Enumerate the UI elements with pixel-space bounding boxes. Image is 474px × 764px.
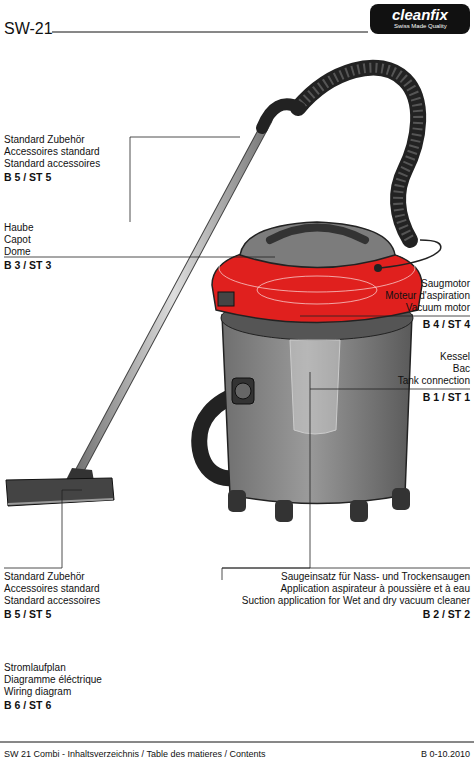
hose-inlet bbox=[232, 378, 254, 404]
part-name: Standard accessoires bbox=[4, 158, 100, 170]
section-reference: B 6 / ST 6 bbox=[4, 699, 51, 711]
part-name: Bac bbox=[453, 363, 470, 375]
part-name: Saugmotor bbox=[421, 278, 470, 290]
part-name: Diagramme éléctrique bbox=[4, 674, 102, 686]
leader-line bbox=[222, 568, 470, 569]
part-name: Standard Zubehör bbox=[4, 134, 85, 146]
part-name: Haube bbox=[4, 222, 33, 234]
leader-line bbox=[310, 389, 470, 390]
footer-text: SW 21 Combi - Inhaltsverzeichnis / Table… bbox=[4, 749, 265, 760]
nozzle-lip bbox=[8, 499, 113, 504]
logo-text: Swiss Made Quality bbox=[394, 23, 447, 30]
motor-cap bbox=[240, 222, 395, 268]
section-reference: B 5 / ST 5 bbox=[4, 171, 51, 183]
part-name: Stromlaufplan bbox=[4, 662, 66, 674]
logo-badge bbox=[370, 4, 470, 34]
part-name: Dome bbox=[4, 246, 31, 258]
logo-text: cleanfix bbox=[392, 6, 448, 24]
part-name: Wiring diagram bbox=[4, 686, 71, 698]
section-reference: B 2 / ST 2 bbox=[423, 608, 470, 620]
part-name: Suction application for Wet and dry vacu… bbox=[242, 595, 470, 607]
section-reference: B 3 / ST 3 bbox=[4, 259, 51, 271]
hose-ribs bbox=[298, 68, 418, 240]
leader-line bbox=[130, 137, 240, 222]
part-name: Tank connection bbox=[398, 375, 470, 387]
part-name: Accessoires standard bbox=[4, 583, 100, 595]
footer-text: B 0-10.2010 bbox=[421, 749, 470, 760]
section-reference: B 1 / ST 1 bbox=[423, 391, 470, 403]
motor-outline bbox=[257, 276, 377, 304]
filter-basket bbox=[290, 340, 340, 434]
part-name: Standard Zubehör bbox=[4, 571, 85, 583]
leader-line bbox=[300, 316, 470, 317]
wand-tube bbox=[80, 120, 268, 470]
part-name: Vacuum motor bbox=[406, 302, 470, 314]
wheel bbox=[350, 500, 368, 522]
wand bbox=[80, 120, 268, 470]
wheel bbox=[392, 488, 410, 510]
page-title: SW-21 bbox=[4, 20, 53, 38]
leader-line bbox=[222, 372, 310, 580]
cap-handle bbox=[270, 228, 365, 241]
footer-rule bbox=[0, 742, 474, 743]
wheel bbox=[228, 490, 246, 512]
power-cable bbox=[380, 240, 441, 268]
part-name: Application aspirateur à poussière et à … bbox=[280, 583, 470, 595]
wheel bbox=[275, 500, 293, 522]
part-name: Kessel bbox=[440, 351, 470, 363]
inlet-ring bbox=[235, 383, 251, 399]
part-name: Capot bbox=[4, 234, 31, 246]
handle bbox=[262, 104, 300, 128]
section-reference: B 4 / ST 4 bbox=[423, 318, 470, 330]
leader-line bbox=[4, 490, 82, 568]
hose bbox=[298, 68, 418, 240]
part-name: Moteur d'aspiration bbox=[385, 290, 470, 302]
section-reference: B 5 / ST 5 bbox=[4, 608, 51, 620]
leader-line bbox=[4, 257, 275, 258]
latch bbox=[218, 292, 234, 306]
part-name: Accessoires standard bbox=[4, 146, 100, 158]
leader-lines bbox=[4, 137, 470, 580]
tank bbox=[222, 315, 412, 504]
part-name: Saugeinsatz für Nass- und Trockensaugen bbox=[281, 571, 470, 583]
part-name: Standard accessoires bbox=[4, 595, 100, 607]
floor-nozzle bbox=[6, 478, 114, 506]
header-rule bbox=[52, 32, 368, 33]
